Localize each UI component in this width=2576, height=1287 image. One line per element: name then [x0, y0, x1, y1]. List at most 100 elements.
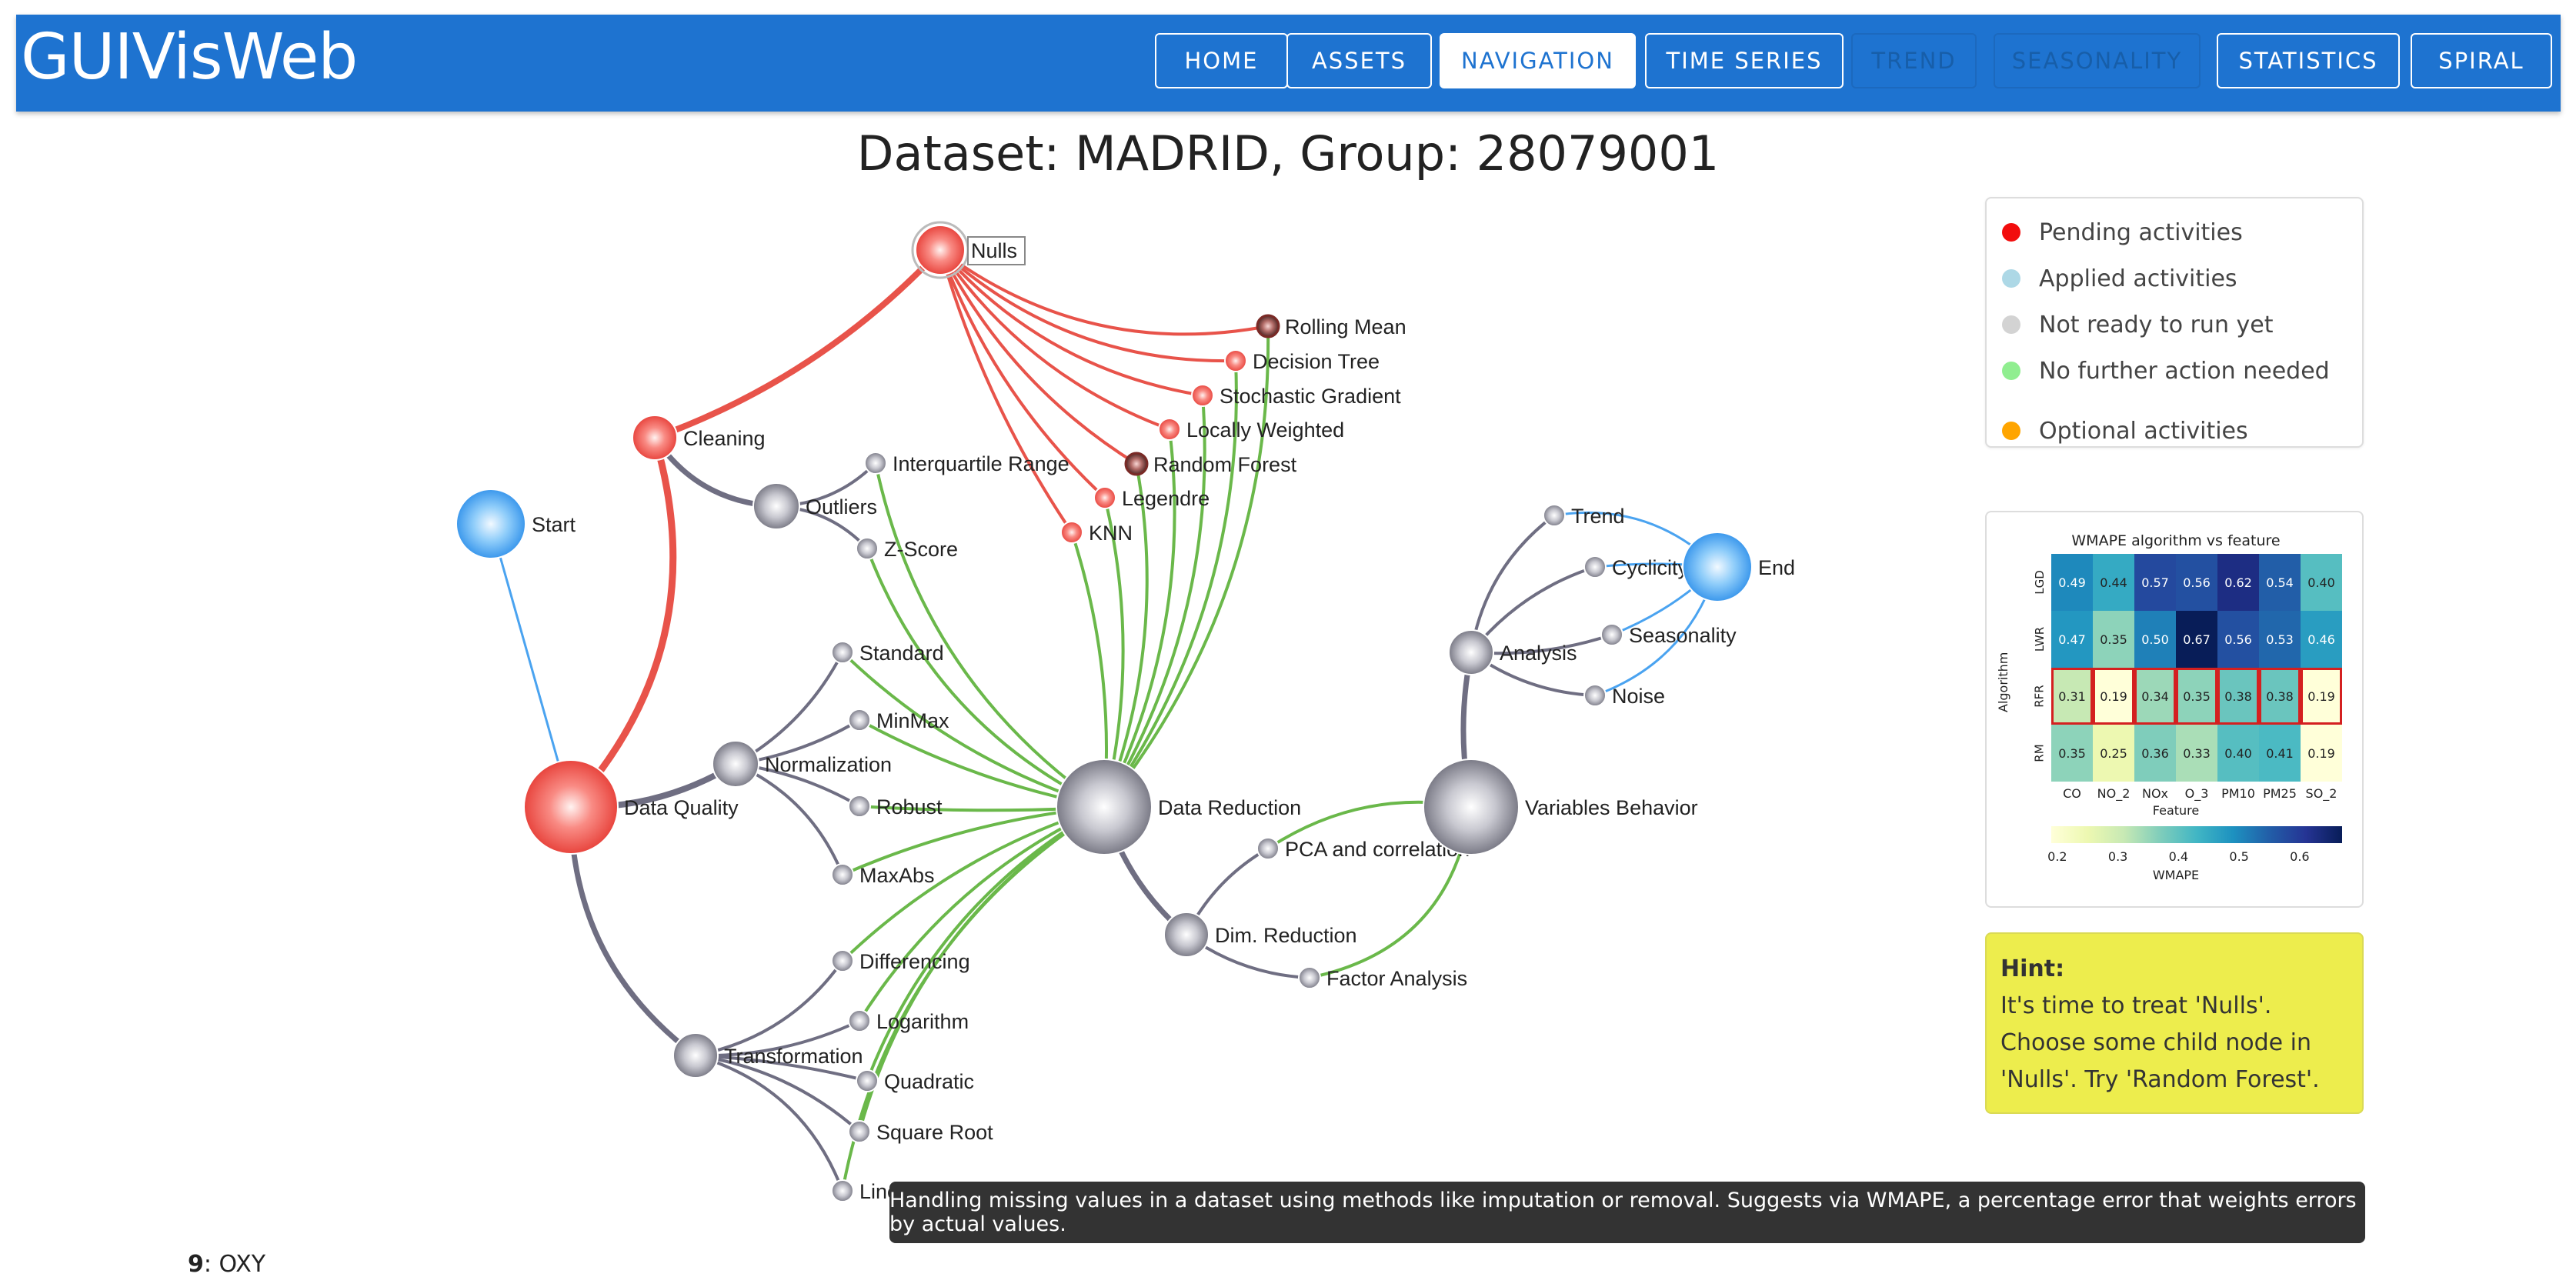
node-circle[interactable] [831, 949, 854, 972]
node-label: MinMax [876, 709, 949, 732]
heatmap-xlabel: Feature [2152, 803, 2200, 818]
node-circle[interactable] [1256, 837, 1280, 860]
node-square-root[interactable]: Square Root [848, 1120, 993, 1144]
node-circle[interactable] [848, 795, 871, 818]
footer-station-label: 9: OXY [188, 1251, 266, 1278]
node-transformation[interactable]: Transformation [672, 1032, 863, 1079]
node-circle[interactable] [455, 488, 526, 559]
node-circle[interactable] [1583, 684, 1607, 707]
node-legendre[interactable]: Legendre [1093, 486, 1210, 510]
node-z-score[interactable]: Z-Score [856, 537, 958, 561]
node-factor-analysis[interactable]: Factor Analysis [1298, 966, 1467, 990]
heatmap-row-label: RFR [2032, 685, 2047, 708]
node-circle[interactable] [831, 863, 854, 886]
node-circle[interactable] [848, 709, 871, 732]
node-circle[interactable] [831, 641, 854, 664]
node-maxabs[interactable]: MaxAbs [831, 863, 935, 887]
node-circle[interactable] [712, 740, 759, 788]
node-circle[interactable] [523, 759, 619, 855]
node-label: Robust [876, 795, 943, 819]
node-minmax[interactable]: MinMax [848, 709, 949, 732]
edge-data-quality-to-cleaning [568, 436, 677, 810]
node-start[interactable]: Start [455, 488, 576, 559]
node-decision-tree[interactable]: Decision Tree [1224, 349, 1380, 373]
node-circle[interactable] [1124, 452, 1149, 476]
node-random-forest[interactable]: Random Forest [1124, 452, 1297, 476]
node-interquartile-range[interactable]: Interquartile Range [864, 452, 1069, 475]
nav-navigation-button[interactable]: NAVIGATION [1440, 33, 1636, 88]
node-circle[interactable] [856, 1069, 879, 1092]
node-stochastic-gradient[interactable]: Stochastic Gradient [1191, 384, 1401, 408]
edge-cleaning-to-nulls [653, 248, 943, 441]
nav-statistics-button[interactable]: STATISTICS [2217, 33, 2400, 88]
heatmap-cell: 0.33 [2176, 725, 2217, 782]
node-circle[interactable] [848, 1009, 871, 1032]
page-title: Dataset: MADRID, Group: 28079001 [856, 125, 1720, 182]
heatmap-cell: 0.53 [2259, 611, 2301, 668]
node-cleaning[interactable]: Cleaning [632, 415, 766, 461]
heatmap-cell: 0.41 [2259, 725, 2301, 782]
node-logarithm[interactable]: Logarithm [848, 1009, 969, 1033]
node-locally-weighted[interactable]: Locally Weighted [1158, 418, 1344, 442]
node-quadratic[interactable]: Quadratic [856, 1069, 974, 1093]
brand-logo[interactable]: GUIVisWeb [21, 21, 358, 94]
heatmap-cell: 0.38 [2217, 668, 2259, 725]
node-label: End [1758, 556, 1795, 579]
node-circle[interactable] [1583, 555, 1607, 578]
node-circle[interactable] [1423, 759, 1520, 855]
node-circle[interactable] [752, 482, 800, 530]
nav-spiral-button[interactable]: SPIRAL [2411, 33, 2552, 88]
node-circle[interactable] [848, 1120, 871, 1143]
node-knn[interactable]: KNN [1060, 521, 1133, 545]
node-nulls[interactable]: Nulls [911, 221, 1026, 279]
node-circle[interactable] [1600, 623, 1623, 646]
node-circle[interactable] [864, 452, 887, 475]
node-circle[interactable] [1060, 521, 1083, 544]
node-circle[interactable] [1298, 966, 1321, 989]
heatmap-cell: 0.25 [2093, 725, 2134, 782]
node-robust[interactable]: Robust [848, 795, 943, 819]
node-circle[interactable] [1224, 349, 1247, 372]
edge-data-reduction-to-interquartile-range [874, 462, 1106, 809]
node-circle[interactable] [672, 1032, 719, 1079]
node-outliers[interactable]: Outliers [752, 482, 877, 530]
edge-data-reduction-to-rolling-mean [1103, 325, 1270, 809]
heatmap-ylabel: Algorithm [1996, 652, 2010, 712]
node-label: Locally Weighted [1186, 418, 1344, 442]
node-circle[interactable] [1093, 486, 1116, 509]
node-rolling-mean[interactable]: Rolling Mean [1256, 314, 1406, 338]
node-seasonality[interactable]: Seasonality [1600, 623, 1737, 647]
node-circle[interactable] [1448, 629, 1494, 675]
node-circle[interactable] [1056, 759, 1153, 855]
node-dim-reduction[interactable]: Dim. Reduction [1163, 912, 1357, 958]
node-data-reduction[interactable]: Data Reduction [1056, 759, 1301, 855]
nav-time-series-button[interactable]: TIME SERIES [1645, 33, 1844, 88]
node-circle[interactable] [1256, 314, 1280, 338]
node-standard[interactable]: Standard [831, 641, 944, 665]
hint-box: Hint: It's time to treat 'Nulls'. Choose… [1985, 932, 2364, 1114]
node-circle[interactable] [831, 1179, 854, 1202]
node-variables-behavior[interactable]: Variables Behavior [1423, 759, 1698, 855]
node-end[interactable]: End [1682, 532, 1795, 602]
edge-analysis-to-trend [1470, 514, 1556, 653]
node-label: Square Root [876, 1121, 993, 1144]
node-circle[interactable] [1158, 418, 1181, 441]
node-circle[interactable] [915, 225, 966, 275]
node-circle[interactable] [1163, 912, 1210, 958]
node-data-quality[interactable]: Data Quality [523, 759, 739, 855]
node-noise[interactable]: Noise [1583, 684, 1665, 708]
node-circle[interactable] [1543, 504, 1566, 527]
nav-seasonality-button: SEASONALITY [1994, 33, 2201, 88]
node-cyclicity[interactable]: Cyclicity [1583, 555, 1688, 579]
node-trend[interactable]: Trend [1543, 504, 1625, 528]
node-normalization[interactable]: Normalization [712, 740, 892, 788]
node-circle[interactable] [632, 415, 678, 461]
nav-assets-button[interactable]: ASSETS [1286, 33, 1432, 88]
node-label: Quadratic [884, 1070, 974, 1093]
node-analysis[interactable]: Analysis [1448, 629, 1577, 675]
node-circle[interactable] [1191, 384, 1214, 407]
node-circle[interactable] [856, 537, 879, 560]
node-label: Data Quality [624, 796, 739, 819]
node-differencing[interactable]: Differencing [831, 949, 970, 973]
node-circle[interactable] [1682, 532, 1753, 602]
